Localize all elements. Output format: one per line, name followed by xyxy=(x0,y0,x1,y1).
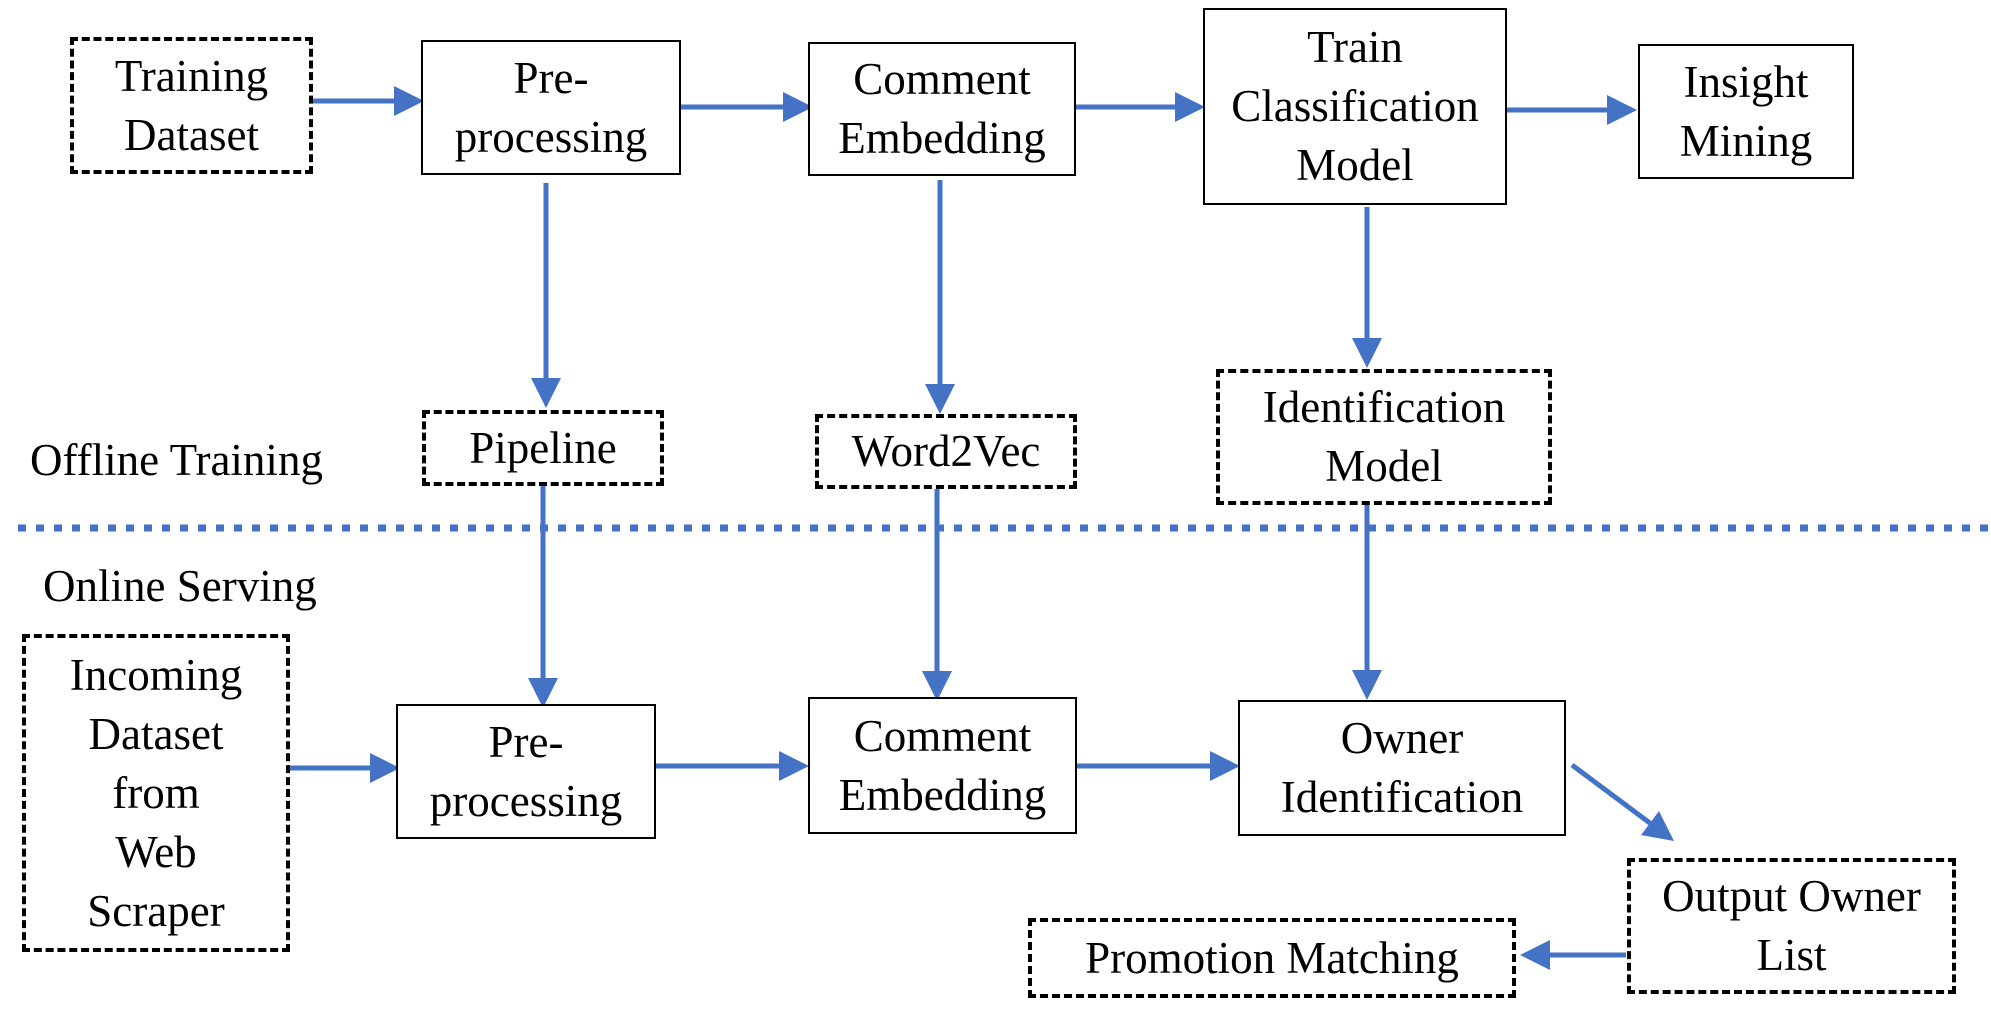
owner-identification-node: Owner Identification xyxy=(1238,700,1566,836)
offline-comment-embedding-text: Comment Embedding xyxy=(838,54,1046,163)
word2vec-text: Word2Vec xyxy=(851,426,1041,476)
online-preprocessing-node: Pre- processing xyxy=(396,704,656,839)
promotion-matching-node: Promotion Matching xyxy=(1028,918,1516,998)
train-classification-model-node: Train Classification Model xyxy=(1203,8,1507,205)
offline-preprocessing-node: Pre- processing xyxy=(421,40,681,175)
insight-mining-node: Insight Mining xyxy=(1638,44,1854,179)
incoming-dataset-node: Incoming Dataset from Web Scraper xyxy=(22,634,290,952)
online-serving-label: Online Serving xyxy=(43,561,317,611)
pipeline-text: Pipeline xyxy=(469,422,617,473)
identification-model-node: Identification Model xyxy=(1216,369,1552,505)
training-dataset-text: Training Dataset xyxy=(114,50,269,160)
online-comment-embedding-node: Comment Embedding xyxy=(808,697,1077,834)
output-owner-list-node: Output Owner List xyxy=(1627,858,1956,994)
identification-model-text: Identification Model xyxy=(1262,382,1506,491)
offline-training-label: Offline Training xyxy=(30,435,323,485)
online-comment-embedding-text: Comment Embedding xyxy=(838,710,1047,820)
incoming-dataset-text: Incoming Dataset from Web Scraper xyxy=(69,649,243,936)
pipeline-node: Pipeline xyxy=(422,410,664,486)
offline-preprocessing-text: Pre- processing xyxy=(454,52,648,162)
arrow-owner-to-output-list xyxy=(1570,762,1675,841)
owner-identification-text: Owner Identification xyxy=(1280,713,1524,822)
offline-comment-embedding-node: Comment Embedding xyxy=(808,42,1076,176)
train-classification-model-text: Train Classification Model xyxy=(1231,22,1479,190)
promotion-matching-text: Promotion Matching xyxy=(1085,932,1459,983)
training-dataset-node: Training Dataset xyxy=(70,37,313,174)
online-preprocessing-text: Pre- processing xyxy=(429,716,623,826)
insight-mining-text: Insight Mining xyxy=(1679,56,1813,166)
output-owner-list-text: Output Owner List xyxy=(1662,871,1921,980)
word2vec-node: Word2Vec xyxy=(815,414,1077,489)
